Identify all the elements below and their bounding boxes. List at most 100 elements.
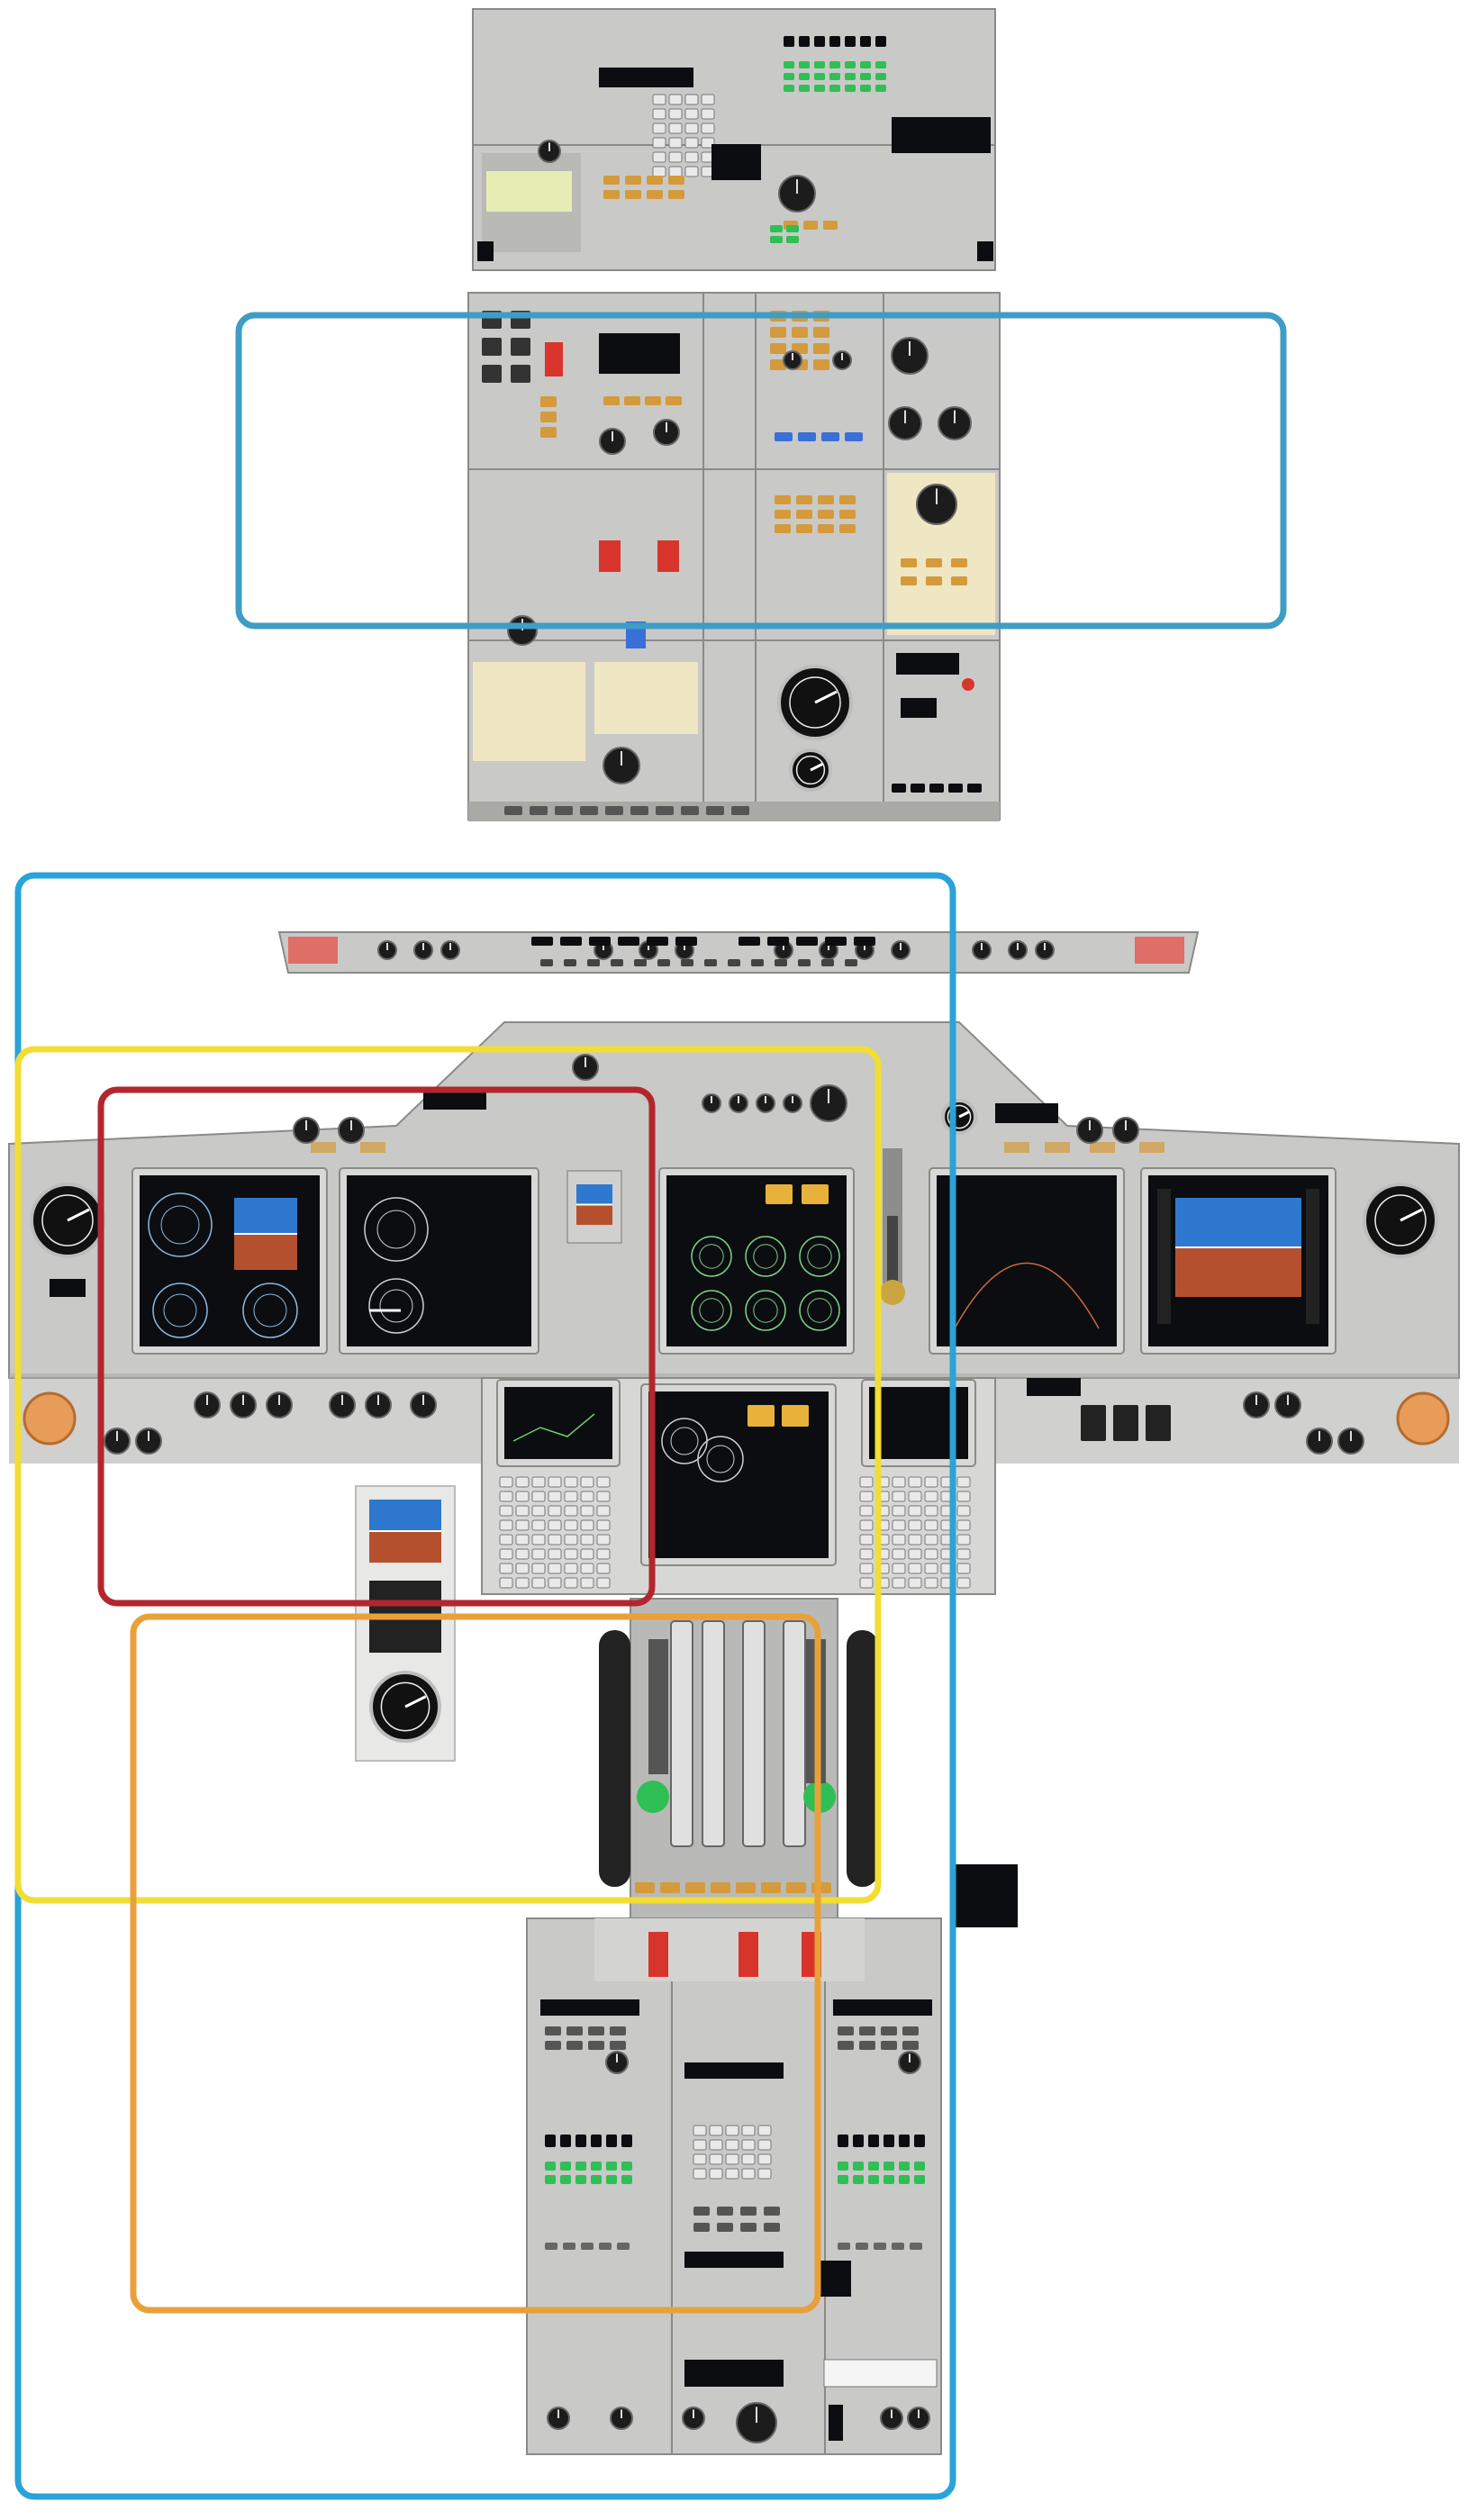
annunciator-light-icon xyxy=(967,784,982,793)
overhead-corner-mark xyxy=(477,241,494,261)
overhead-column-divider xyxy=(883,293,884,820)
annunciator-light-icon xyxy=(566,2026,583,2035)
pedestal-switch xyxy=(829,2405,843,2441)
radio-display xyxy=(684,2062,784,2079)
annunciator-light-icon xyxy=(818,510,834,519)
keypad-key xyxy=(892,1476,906,1488)
keypad-key xyxy=(757,2139,772,2151)
annunciator-light-icon xyxy=(884,2175,894,2184)
small-annunciator xyxy=(311,1142,336,1153)
keypad-key xyxy=(564,1519,578,1531)
annunciator-light-icon xyxy=(798,432,816,441)
region-outline-yellow xyxy=(14,1046,882,1904)
keypad-key xyxy=(531,1519,546,1531)
annunciator-light-icon xyxy=(962,678,974,691)
annunciator-light-icon xyxy=(711,1882,730,1893)
annunciator-light-icon xyxy=(911,784,925,793)
keypad-key xyxy=(668,122,683,134)
display-ring xyxy=(376,1210,416,1249)
annunciator-light-icon xyxy=(625,176,641,185)
keypad-key xyxy=(956,1505,971,1517)
cdu-display-trace xyxy=(512,1413,595,1442)
annunciator-light-icon xyxy=(775,495,791,504)
annunciator-light-icon xyxy=(881,2026,897,2035)
keypad-key xyxy=(859,1563,874,1574)
annunciator-light-icon xyxy=(675,937,697,946)
annunciator-light-icon xyxy=(575,2135,586,2147)
keypad-key xyxy=(892,1548,906,1560)
annunciator-light-icon xyxy=(575,2175,586,2184)
display-ring xyxy=(745,1290,786,1331)
annunciator-light-icon xyxy=(589,937,611,946)
annunciator-light-icon xyxy=(845,432,863,441)
annunciator-light-icon xyxy=(740,2223,757,2232)
annunciator-light-icon xyxy=(892,2243,904,2250)
annunciator-light-icon xyxy=(766,1184,793,1204)
annunciator-light-icon xyxy=(545,2026,561,2035)
keypad-key xyxy=(564,1476,578,1488)
keypad-key xyxy=(652,166,666,177)
annunciator-light-icon xyxy=(630,806,648,815)
overhead-corner-mark xyxy=(977,241,993,261)
gauge-needle xyxy=(67,1208,90,1222)
attitude-ground xyxy=(1175,1247,1301,1297)
annunciator-light-icon xyxy=(926,558,942,567)
keypad-key xyxy=(892,1563,906,1574)
keypad-key xyxy=(693,2125,707,2136)
annunciator-light-icon xyxy=(739,937,760,946)
keypad-key xyxy=(709,2125,723,2136)
gauge-needle xyxy=(810,763,823,772)
annunciator-light-icon xyxy=(685,1882,705,1893)
keypad-key xyxy=(859,1534,874,1546)
annunciator-light-icon xyxy=(951,576,967,585)
annunciator-light-icon xyxy=(868,2135,879,2147)
keypad-key xyxy=(580,1491,594,1502)
annunciator-light-icon xyxy=(591,2135,602,2147)
annunciator-light-icon xyxy=(829,61,840,68)
annunciator-light-icon xyxy=(902,2041,919,2050)
keypad-key xyxy=(725,2139,739,2151)
region-outline-red xyxy=(97,1086,656,1607)
annunciator-light-icon xyxy=(545,2175,556,2184)
annunciator-light-icon xyxy=(813,327,829,338)
pedestal-dark-box xyxy=(820,2261,851,2297)
annunciator-light-icon xyxy=(560,2162,571,2171)
annunciator-light-icon xyxy=(545,2041,561,2050)
keypad-key xyxy=(499,1534,513,1546)
overhead-display xyxy=(599,333,680,374)
annunciator-light-icon xyxy=(881,2041,897,2050)
gauge-ring xyxy=(795,755,826,785)
upper-overhead-panel xyxy=(472,8,996,271)
annunciator-light-icon xyxy=(829,36,840,47)
annunciator-light-icon xyxy=(803,221,818,230)
annunciator-light-icon xyxy=(581,2243,594,2250)
display-screen-icon xyxy=(504,1387,612,1459)
annunciator-light-icon xyxy=(770,327,786,338)
keypad-key xyxy=(596,1577,611,1589)
attitude-sky xyxy=(576,1184,612,1205)
annunciator-light-icon xyxy=(635,1882,655,1893)
annunciator-light-icon xyxy=(899,2175,910,2184)
annunciator-light-icon xyxy=(845,73,856,80)
overhead-column-divider xyxy=(702,293,704,820)
keypad-key xyxy=(684,122,699,134)
keypad-key xyxy=(548,1577,562,1589)
annunciator-light-icon xyxy=(545,2243,557,2250)
attitude-sky xyxy=(1175,1198,1301,1247)
annunciator-light-icon xyxy=(802,1184,829,1204)
display-ring xyxy=(753,1244,778,1269)
annunciator-light-icon xyxy=(617,2243,630,2250)
annunciator-light-icon xyxy=(875,61,886,68)
keypad-key xyxy=(709,2139,723,2151)
keypad-key xyxy=(701,108,715,120)
annunciator-light-icon xyxy=(511,338,530,356)
keypad-key xyxy=(757,2168,772,2180)
annunciator-light-icon xyxy=(821,432,839,441)
annunciator-light-icon xyxy=(606,2175,617,2184)
annunciator-light-icon xyxy=(859,2026,875,2035)
annunciator-light-icon xyxy=(899,2162,910,2171)
annunciator-light-icon xyxy=(634,959,647,966)
annunciator-light-icon xyxy=(540,396,557,407)
annunciator-light-icon xyxy=(860,73,871,80)
